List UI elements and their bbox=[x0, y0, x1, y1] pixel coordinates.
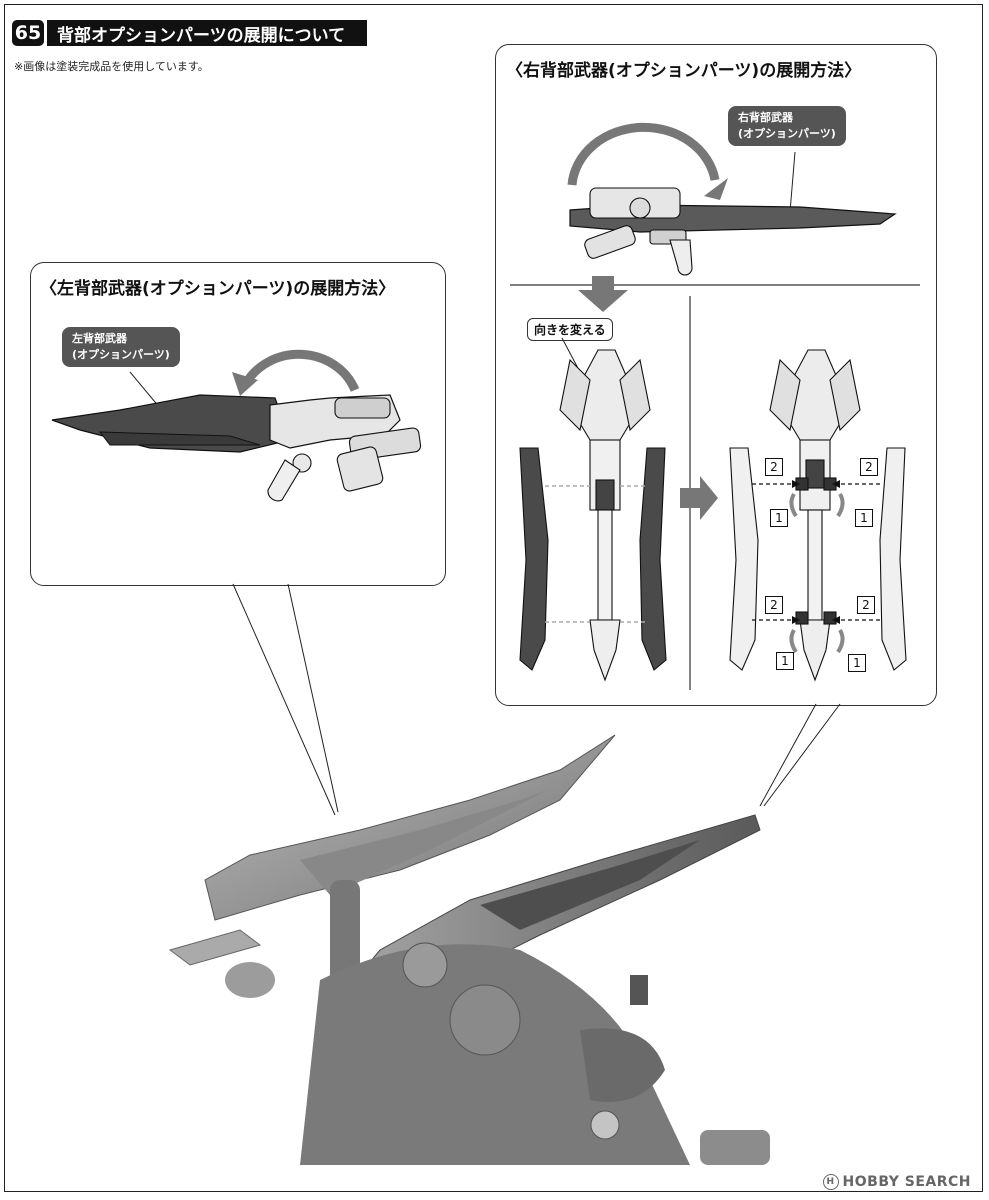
step-number-2: 2 bbox=[857, 596, 875, 614]
section-title: 背部オプションパーツの展開について bbox=[47, 20, 368, 46]
step-number-1: 1 bbox=[770, 509, 788, 527]
step-number-2: 2 bbox=[765, 458, 783, 476]
step-number-1: 1 bbox=[848, 654, 866, 672]
right-part-label: 右背部武器 (オプションパーツ) bbox=[728, 106, 846, 146]
section-number: 65 bbox=[12, 20, 44, 46]
left-panel-title: 〈左背部武器(オプションパーツ)の展開方法〉 bbox=[40, 279, 396, 299]
watermark-text: HOBBY SEARCH bbox=[842, 1174, 971, 1190]
step-number-1: 1 bbox=[855, 509, 873, 527]
rotate-label: 向きを変える bbox=[527, 318, 613, 341]
step-number-2: 2 bbox=[860, 458, 878, 476]
left-part-label: 左背部武器 (オプションパーツ) bbox=[62, 327, 180, 367]
step-number-2: 2 bbox=[765, 596, 783, 614]
page-frame bbox=[4, 4, 983, 1192]
hobby-search-logo-icon: H bbox=[822, 1174, 839, 1190]
painted-sample-note: ※画像は塗装完成品を使用しています。 bbox=[14, 60, 209, 73]
hobby-search-watermark: H HOBBY SEARCH bbox=[822, 1174, 971, 1190]
right-panel-title: 〈右背部武器(オプションパーツ)の展開方法〉 bbox=[506, 61, 862, 81]
section-header: 65 背部オプションパーツの展開について bbox=[12, 20, 368, 46]
step-number-1: 1 bbox=[776, 652, 794, 670]
